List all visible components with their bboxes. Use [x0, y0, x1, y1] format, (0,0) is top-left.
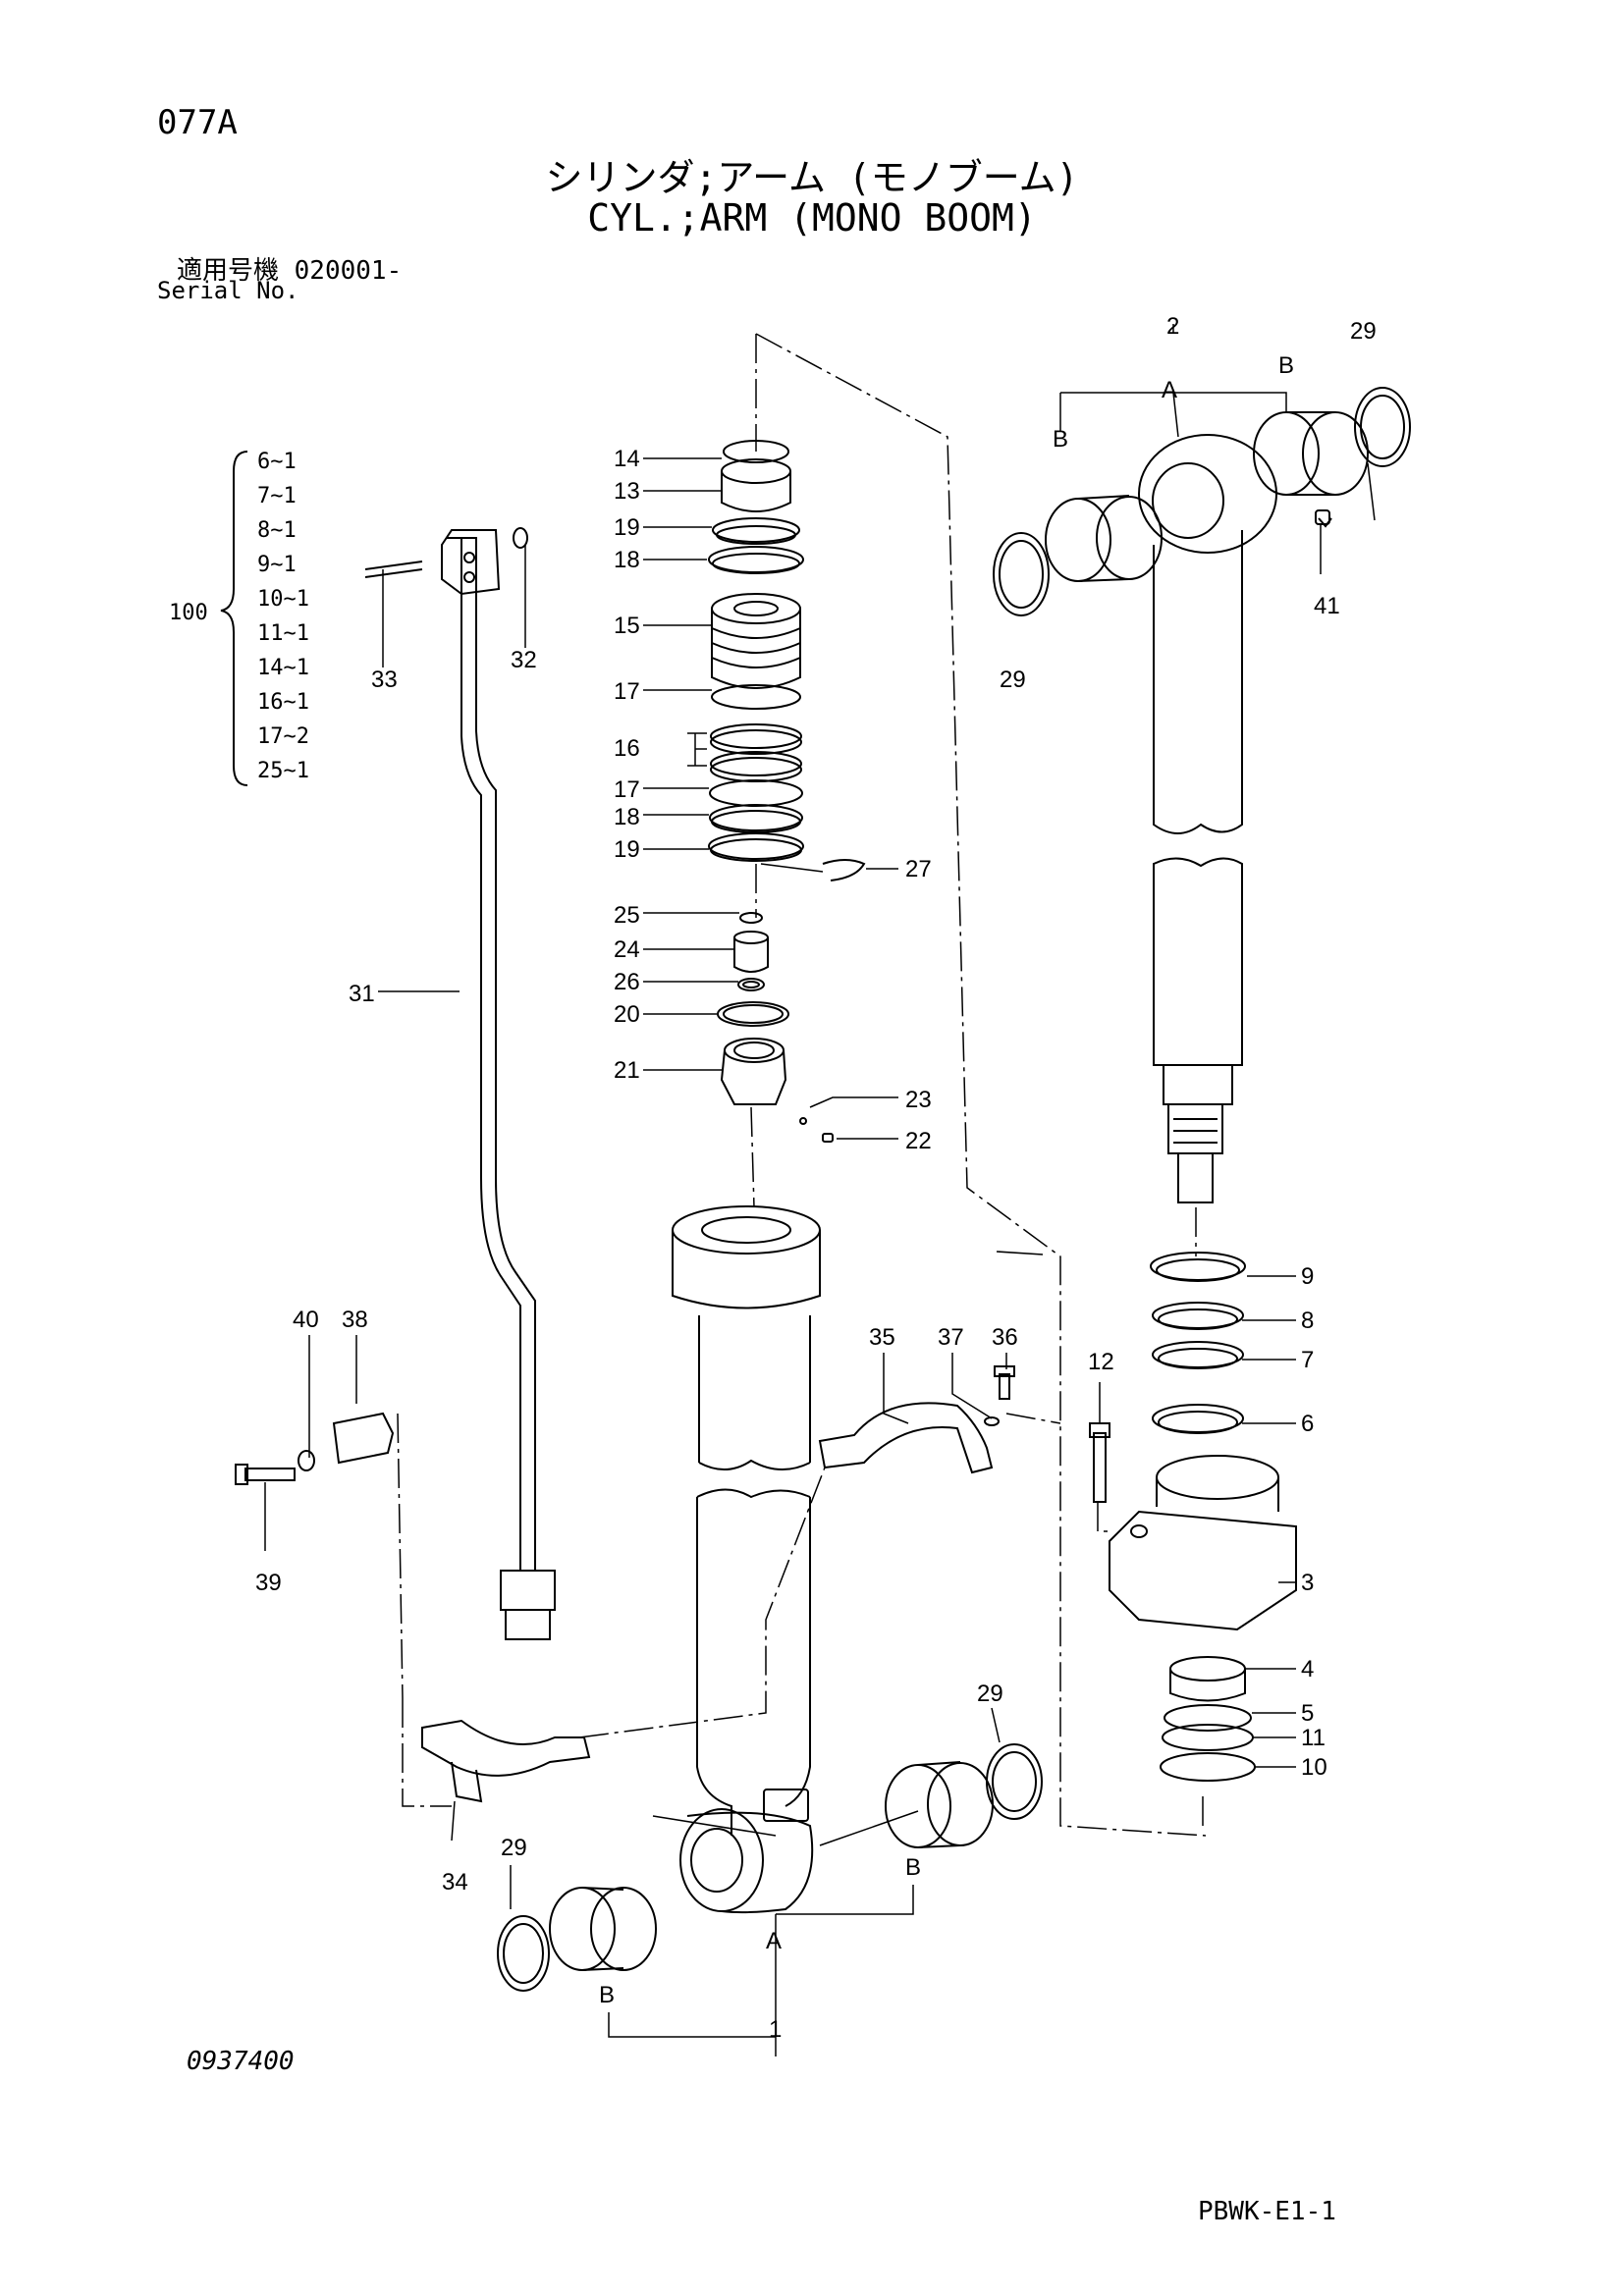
callout-1: 1 — [769, 2016, 782, 2043]
callout-4: 4 — [1301, 1656, 1314, 1682]
kit-item: 11~1 — [257, 621, 309, 646]
callout-27: 27 — [905, 856, 932, 882]
callout-32: 32 — [511, 647, 537, 673]
callout-6: 6 — [1301, 1411, 1314, 1437]
callout-29-top-left: 29 — [1000, 667, 1026, 693]
kit-item: 16~1 — [257, 690, 309, 715]
callout-17-upper: 17 — [614, 678, 640, 705]
callout-20: 20 — [614, 1001, 640, 1028]
page-reference: PBWK-E1-1 — [1198, 2197, 1336, 2226]
kit-item: 10~1 — [257, 587, 309, 612]
callout-21: 21 — [614, 1057, 640, 1084]
callout-37: 37 — [938, 1324, 964, 1351]
callout-11: 11 — [1301, 1725, 1326, 1751]
kit-item: 25~1 — [257, 759, 309, 783]
callout-2: 2 — [1166, 313, 1179, 340]
callout-29-bottom-left: 29 — [501, 1835, 527, 1861]
letter-a-top: A — [1162, 377, 1177, 403]
kit-item: 14~1 — [257, 656, 309, 680]
drawing-number: 0937400 — [187, 2047, 295, 2076]
callout-29-bottom-right: 29 — [977, 1681, 1003, 1707]
callout-9: 9 — [1301, 1263, 1314, 1290]
letter-a-bottom: A — [766, 1928, 782, 1954]
tube-pin-bushings — [497, 1743, 1043, 1992]
kit-item: 17~2 — [257, 724, 309, 749]
callout-7: 7 — [1301, 1347, 1314, 1373]
callout-35: 35 — [869, 1324, 895, 1351]
kit-number: 100 — [169, 601, 208, 625]
callout-31: 31 — [349, 981, 375, 1007]
callout-38: 38 — [342, 1307, 368, 1333]
callout-33: 33 — [371, 667, 398, 693]
callout-19-upper: 19 — [614, 514, 640, 541]
rod-pin-bushings — [993, 387, 1411, 616]
serial-label-english: Serial No. — [157, 277, 299, 304]
callout-34: 34 — [442, 1869, 468, 1896]
callout-5: 5 — [1301, 1700, 1314, 1727]
serial-label-japanese: 適用号機 020001- — [177, 256, 403, 286]
cylinder-tube — [672, 1205, 821, 1914]
rod-seal-stack — [708, 440, 866, 1143]
assembly-leader-lines — [397, 333, 1207, 1837]
callout-3: 3 — [1301, 1570, 1314, 1596]
pipe-clamps — [235, 1365, 1015, 1803]
kit-brace — [220, 451, 248, 786]
page-title-japanese: シリンダ;アーム (モノブーム) — [545, 156, 1079, 199]
callout-14: 14 — [614, 446, 640, 472]
page-title-english: CYL.;ARM (MONO BOOM) — [587, 196, 1037, 240]
callout-15: 15 — [614, 613, 640, 639]
callout-12: 12 — [1088, 1349, 1114, 1375]
head-seal-stack — [1089, 1252, 1297, 1782]
kit-item: 6~1 — [257, 450, 297, 474]
page-code: 077A — [157, 103, 238, 142]
callout-8: 8 — [1301, 1308, 1314, 1334]
callout-40: 40 — [293, 1307, 319, 1333]
callout-18-lower: 18 — [614, 804, 640, 830]
letter-b-bottom-right: B — [905, 1854, 921, 1881]
callout-23: 23 — [905, 1087, 932, 1113]
callout-36: 36 — [992, 1324, 1018, 1351]
callout-22: 22 — [905, 1128, 932, 1154]
letter-b-top-right: B — [1278, 352, 1294, 379]
callout-29-top-right: 29 — [1350, 318, 1377, 345]
callout-24: 24 — [614, 936, 640, 963]
callout-39: 39 — [255, 1570, 282, 1596]
callout-16: 16 — [614, 735, 640, 762]
callout-18-upper: 18 — [614, 547, 640, 573]
kit-item: 7~1 — [257, 484, 297, 508]
kit-item: 8~1 — [257, 518, 297, 543]
callout-13: 13 — [614, 478, 640, 505]
kit-item: 9~1 — [257, 553, 297, 577]
callout-17-lower: 17 — [614, 776, 640, 803]
piston-rod — [1138, 434, 1277, 1203]
pipe-assembly — [364, 527, 556, 1640]
letter-b-bottom-left: B — [599, 1982, 615, 2008]
callout-19-lower: 19 — [614, 836, 640, 863]
letter-b-top-left: B — [1053, 426, 1068, 453]
callout-26: 26 — [614, 969, 640, 995]
callout-10: 10 — [1301, 1754, 1327, 1781]
callout-41: 41 — [1314, 593, 1340, 619]
callout-25: 25 — [614, 902, 640, 929]
callout-leaders — [264, 324, 1376, 2056]
